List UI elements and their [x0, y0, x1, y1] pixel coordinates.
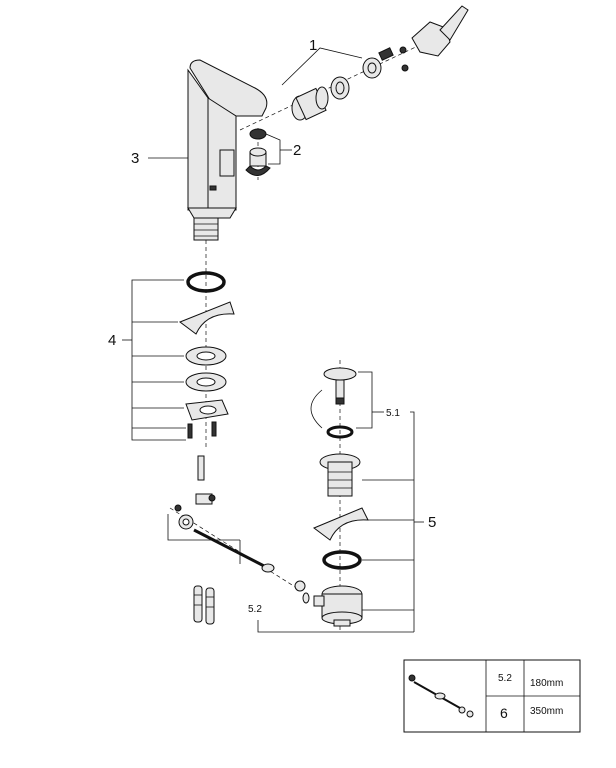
- callout-1: 1: [309, 37, 317, 54]
- callout-4: 4: [108, 332, 116, 349]
- table-row-label: 6: [500, 705, 508, 721]
- lever-handle: [411, 5, 469, 57]
- metal-washer: [185, 372, 227, 392]
- waste-body: [313, 585, 363, 627]
- waste-seal: [322, 550, 362, 570]
- aerator-housing: [245, 147, 271, 176]
- table-row-value: 350mm: [530, 706, 563, 717]
- waste-plug: [323, 367, 357, 405]
- callout-5-1: 5.1: [386, 408, 400, 419]
- pivot-washer: [302, 592, 310, 604]
- clamp-screw: [174, 504, 182, 512]
- plug-seal: [326, 425, 354, 439]
- callout-5-2: 5.2: [248, 604, 262, 615]
- cartridge-group: 1: [239, 5, 469, 131]
- callout-2: 2: [293, 142, 301, 159]
- waste-lever-set: 5.2: [167, 493, 414, 633]
- o-ring: [186, 271, 226, 293]
- screw-cap: [401, 64, 409, 72]
- fixing-screw: [211, 421, 217, 437]
- fixing-screw: [187, 423, 193, 439]
- callout-3: 3: [131, 150, 139, 167]
- waste-flange: [319, 453, 361, 497]
- table-row-label: 5.2: [498, 673, 512, 684]
- inset-length-table: 5.2 180mm 6 350mm: [403, 659, 581, 733]
- lever-clamp: [195, 493, 216, 505]
- cartridge-nut: [330, 76, 350, 100]
- pivot-rod: [193, 528, 269, 570]
- grub-screw: [399, 46, 407, 54]
- connection-hoses: [193, 585, 215, 625]
- clamp-nut: [178, 514, 194, 530]
- pivot-ball: [261, 563, 275, 573]
- pivot-nut: [294, 580, 306, 592]
- rod-illustration: [408, 674, 474, 718]
- faucet-body: 3: [131, 59, 268, 241]
- callout-5: 5: [428, 514, 436, 531]
- cartridge-sleeve: [362, 57, 382, 79]
- aerator-insert: [249, 128, 267, 140]
- pop-up-waste: 5.1 5: [310, 360, 436, 632]
- half-washer: [178, 301, 235, 335]
- handle-adapter: [378, 47, 394, 61]
- aerator-group: 2: [245, 128, 301, 180]
- cartridge: [291, 86, 329, 121]
- fixing-plate: [185, 399, 229, 421]
- waste-half-washer: [313, 507, 369, 541]
- table-row-value: 180mm: [530, 678, 563, 689]
- pop-up-rod: [197, 455, 205, 481]
- mounting-set: 4: [108, 271, 235, 441]
- rubber-washer: [185, 346, 227, 366]
